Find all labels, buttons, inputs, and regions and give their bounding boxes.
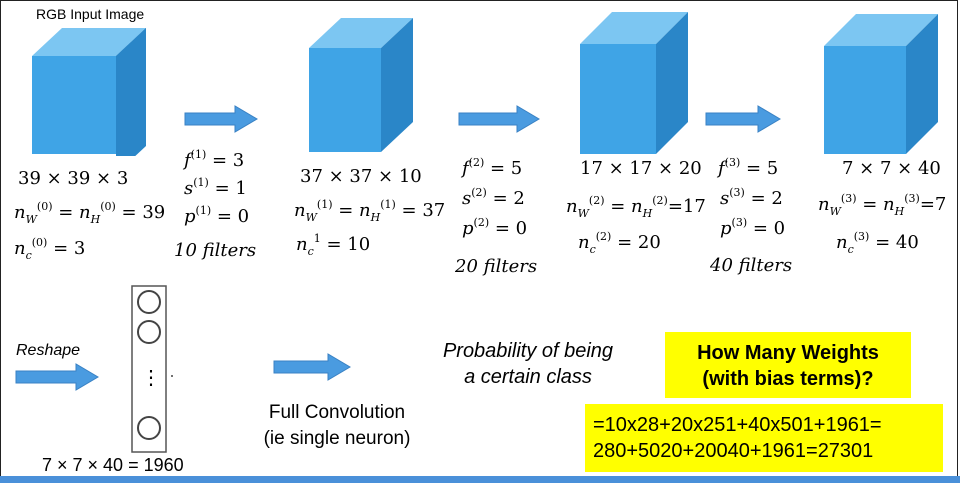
param2-s: s(2) = 2 [462,186,525,209]
vector-ellipsis-icon: ⋮ [141,365,161,389]
param3-p: p(3) = 0 [720,216,786,239]
layer2-dims: 17 × 17 × 20 [580,158,702,179]
full-conv-arrow-icon [273,353,351,381]
question-box: How Many Weights (with bias terms)? [665,332,911,398]
answer-line2: 280+5020+20040+1961=27301 [593,440,874,462]
param2-p: p(2) = 0 [462,216,528,239]
layer0-nwh: nW(0) = nH(0) = 39 [14,200,166,226]
question-line1: How Many Weights [697,342,879,364]
layer3-dims: 7 × 7 × 40 [842,158,941,179]
param1-f: f(1) = 3 [184,148,245,171]
layer2-nwh: nW(2) = nH(2)=17 [566,194,706,220]
full-conv-line1: Full Convolution [268,402,406,423]
vector-size-label: 7 × 7 × 40 = 1960 [42,455,184,475]
layer3-nwh: nW(3) = nH(3)=7 [818,192,947,218]
answer-box: =10x28+20x251+40x501+1961= 280+5020+2004… [585,404,943,472]
arrow-3-icon [705,105,781,133]
full-conv-line2: (ie single neuron) [263,428,411,449]
layer1-cube [309,18,413,152]
layer2-nc: nc(2) = 20 [578,230,661,256]
input-image-title: RGB Input Image [36,6,145,22]
layer3-nc: nc(3) = 40 [836,230,919,256]
arrow-2-icon [458,105,540,133]
flattened-vector [131,285,173,453]
bottom-accent-bar [0,476,960,483]
layer1-nwh: nW(1) = nH(1) = 37 [294,198,446,224]
param1-s: s(1) = 1 [184,176,247,199]
arrow-1-icon [184,105,258,133]
layer0-dims: 39 × 39 × 3 [18,168,129,189]
param1-filters: 10 filters [174,240,257,261]
param2-filters: 20 filters [455,256,538,277]
param2-f: f(2) = 5 [462,156,523,179]
layer3-cube [824,14,938,154]
answer-line1: =10x28+20x251+40x501+1961= [593,414,882,436]
layer1-dims: 37 × 37 × 10 [300,166,422,187]
input-cube [32,28,146,156]
probability-line2: a certain class [464,366,592,388]
param1-p: p(1) = 0 [184,204,250,227]
param3-f: f(3) = 5 [718,156,779,179]
layer1-nc: nc1 = 10 [296,232,371,258]
param3-s: s(3) = 2 [720,186,783,209]
reshape-label: Reshape [16,342,81,359]
reshape-arrow-icon [15,363,99,391]
layer0-nc: nc(0) = 3 [14,236,86,262]
probability-line1: Probability of being [442,340,614,362]
layer2-cube [580,12,688,154]
param3-filters: 40 filters [710,255,793,276]
question-line2: (with bias terms)? [702,368,874,390]
